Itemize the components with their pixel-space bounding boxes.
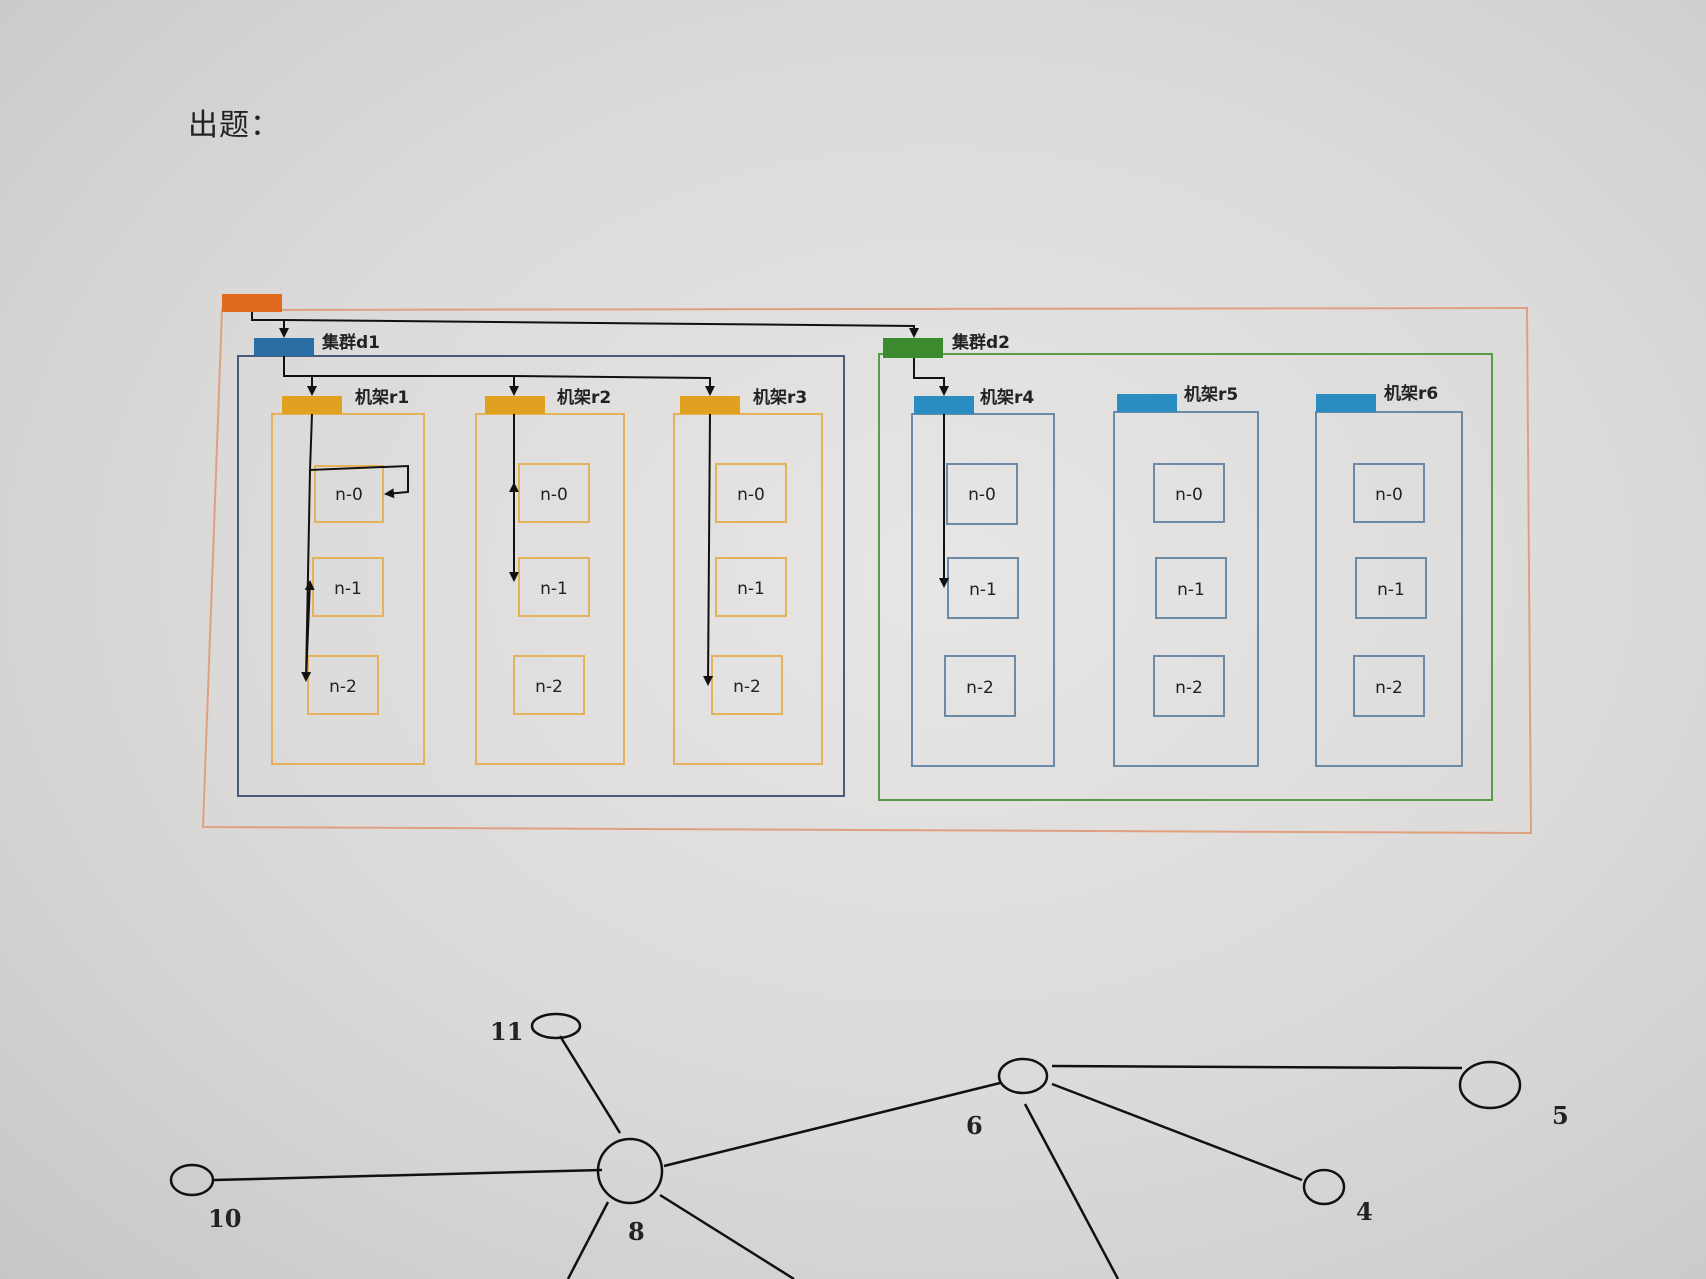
graph-label-5: 5 xyxy=(1552,1101,1569,1130)
rack-r2-tab xyxy=(485,396,545,414)
cluster-d1-frame xyxy=(237,355,845,797)
node-box xyxy=(518,557,590,617)
node-label: n-0 xyxy=(1375,485,1403,505)
node-label: n-2 xyxy=(733,677,761,697)
node-box xyxy=(944,655,1016,717)
node-label: n-2 xyxy=(966,678,994,698)
cluster-d2-tab xyxy=(883,338,943,358)
node-label: n-1 xyxy=(969,580,997,600)
graph-nodes xyxy=(169,1012,1522,1206)
graph-node-4 xyxy=(1302,1168,1346,1206)
rack-r4-label: 机架r4 xyxy=(980,387,1034,408)
rack-r6-frame xyxy=(1315,411,1463,767)
node-box xyxy=(518,463,590,523)
node-box xyxy=(1353,463,1425,523)
rack-r5-tab xyxy=(1117,394,1177,412)
node-box xyxy=(1153,655,1225,717)
graph-edges xyxy=(213,1035,1463,1279)
node-label: n-1 xyxy=(737,579,765,599)
node-box xyxy=(307,655,379,715)
rack-r1-label: 机架r1 xyxy=(355,387,409,408)
rack-r3-frame xyxy=(673,413,823,765)
cluster-d2-label: 集群d2 xyxy=(951,332,1010,353)
node-box xyxy=(946,463,1018,525)
graph-label-6: 6 xyxy=(966,1111,983,1140)
rack-r2-label: 机架r2 xyxy=(557,387,611,408)
rack-r4-frame xyxy=(911,413,1055,767)
node-box xyxy=(1355,557,1427,619)
graph-label-4: 4 xyxy=(1356,1197,1373,1226)
root-tab xyxy=(222,294,282,312)
node-box xyxy=(1155,557,1227,619)
graph-label-10: 10 xyxy=(208,1204,241,1233)
node-label: n-0 xyxy=(737,485,765,505)
graph-node-8 xyxy=(596,1137,664,1205)
rack-r3-label: 机架r3 xyxy=(753,387,807,408)
graph-label-11: 11 xyxy=(490,1017,523,1046)
graph-node-5 xyxy=(1458,1060,1522,1110)
rack-r4-tab xyxy=(914,396,974,414)
node-box xyxy=(947,557,1019,619)
rack-r1-frame xyxy=(271,413,425,765)
node-box xyxy=(314,465,384,523)
rack-r6-tab xyxy=(1316,394,1376,412)
node-label: n-1 xyxy=(334,579,362,599)
node-label: n-2 xyxy=(1375,678,1403,698)
cluster-d1-tab xyxy=(254,338,314,356)
rack-r5-frame xyxy=(1113,411,1259,767)
graph-node-6 xyxy=(997,1057,1049,1095)
graph-node-11 xyxy=(530,1012,582,1040)
node-label: n-0 xyxy=(968,485,996,505)
node-label: n-0 xyxy=(1175,485,1203,505)
cluster-d1-label: 集群d1 xyxy=(321,332,380,353)
node-box xyxy=(1353,655,1425,717)
node-label: n-0 xyxy=(335,485,363,505)
rack-r2-frame xyxy=(475,413,625,765)
rack-r6-label: 机架r6 xyxy=(1384,383,1438,404)
node-box xyxy=(513,655,585,715)
node-box xyxy=(715,557,787,617)
node-label: n-2 xyxy=(329,677,357,697)
node-label: n-2 xyxy=(535,677,563,697)
node-box xyxy=(1153,463,1225,523)
rack-r3-tab xyxy=(680,396,740,414)
graph-label-8: 8 xyxy=(628,1217,645,1246)
page-heading: 出题： xyxy=(188,108,281,143)
node-label: n-1 xyxy=(1377,580,1405,600)
node-label: n-2 xyxy=(1175,678,1203,698)
node-box xyxy=(715,463,787,523)
node-label: n-1 xyxy=(540,579,568,599)
node-label: n-1 xyxy=(1177,580,1205,600)
rack-r5-label: 机架r5 xyxy=(1184,384,1238,405)
rack-r1-tab xyxy=(282,396,342,414)
graph-node-10 xyxy=(169,1163,215,1197)
connector-arrows xyxy=(251,312,949,686)
node-label: n-0 xyxy=(540,485,568,505)
root-frame xyxy=(201,306,1533,835)
cluster-d2-frame xyxy=(878,353,1493,801)
